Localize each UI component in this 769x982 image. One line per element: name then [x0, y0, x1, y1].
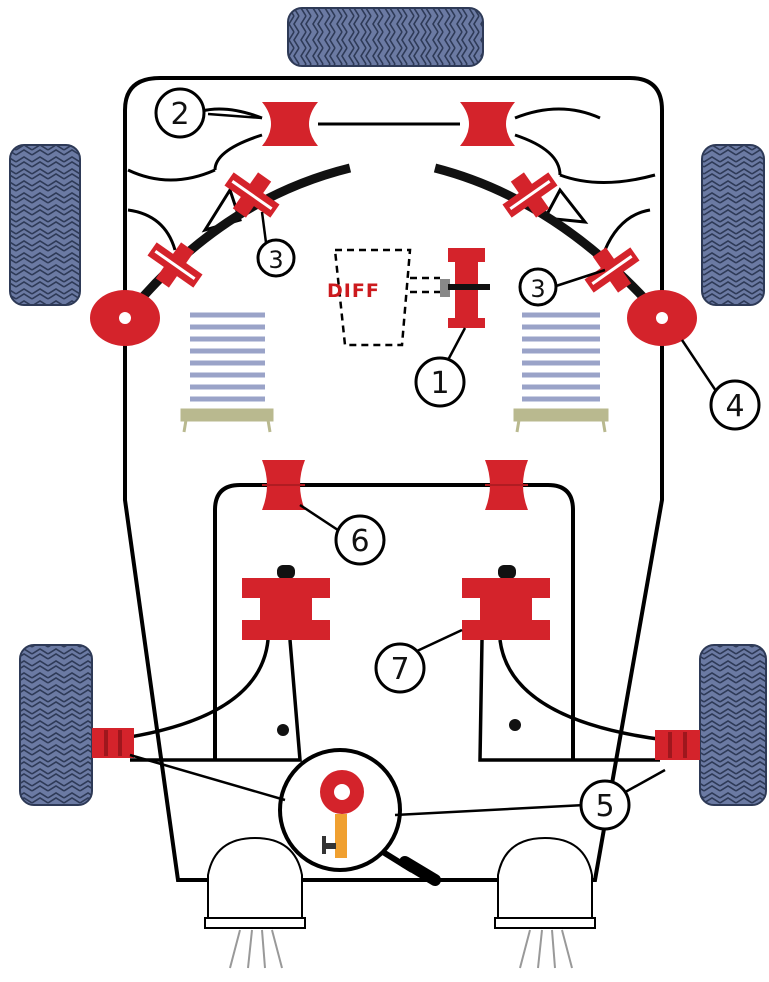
bush-icon-3-lower-right	[584, 247, 640, 293]
bush-icon-7-left	[242, 565, 330, 640]
front-lower-arms	[109, 639, 666, 762]
callout-5: 5	[579, 779, 631, 831]
bush-icon-6-right	[485, 460, 528, 510]
bush-icon-5-right	[655, 730, 700, 760]
spring-seat-left	[180, 408, 274, 433]
rear-axle-right	[433, 163, 666, 321]
svg-text:2: 2	[170, 97, 189, 132]
bush-icon-3-upper-left	[224, 172, 280, 218]
callout-1: 1	[414, 356, 466, 408]
bush-icon-7-right	[462, 565, 550, 640]
svg-text:4: 4	[725, 389, 744, 424]
headlight-icon-right	[494, 836, 596, 969]
tyre-front-left-icon	[19, 644, 93, 806]
svg-text:5: 5	[595, 789, 614, 824]
front-subframe	[213, 483, 575, 760]
differential-outline	[333, 248, 440, 347]
bush-icon-1-diff-mount	[440, 248, 490, 328]
callout-3-left: 3	[256, 238, 296, 278]
bush-icon-5-left	[92, 728, 134, 758]
chassis-outline	[123, 76, 664, 882]
bush-icon-2-right	[460, 102, 515, 146]
svg-text:1: 1	[430, 366, 449, 401]
rear-suspension-lines	[127, 107, 656, 251]
spring-seat-right	[513, 408, 609, 433]
rear-axle-left	[121, 163, 352, 321]
callout-2: 2	[154, 87, 206, 139]
callout-3-right: 3	[518, 267, 558, 307]
bush-icon-3-lower-left	[147, 242, 203, 288]
callout-4: 4	[709, 379, 761, 431]
tyre-rear-right-icon	[701, 144, 765, 306]
svg-text:6: 6	[350, 524, 369, 559]
svg-text:3: 3	[530, 275, 545, 303]
tyre-front-spare-icon	[287, 7, 484, 67]
coil-spring-icon-right	[522, 312, 600, 402]
svg-text:7: 7	[390, 652, 409, 687]
key-icon	[320, 770, 364, 858]
arm-pivot-right	[509, 719, 521, 731]
diff-label: DIFF	[327, 280, 380, 302]
bush-icon-2-left	[262, 102, 318, 146]
tyre-rear-left-icon	[9, 144, 81, 306]
svg-text:3: 3	[268, 246, 283, 274]
coil-spring-icon-left	[190, 312, 265, 402]
headlight-icon-left	[204, 836, 306, 969]
tyre-front-right-icon	[699, 644, 767, 806]
bush-icon-3-upper-right	[502, 172, 558, 218]
hub-rear-left	[90, 290, 160, 346]
bush-icon-6-left	[262, 460, 305, 510]
callout-6: 6	[334, 514, 386, 566]
callout-7: 7	[374, 642, 426, 694]
hub-rear-right	[627, 290, 697, 346]
arm-pivot-left	[277, 724, 289, 736]
